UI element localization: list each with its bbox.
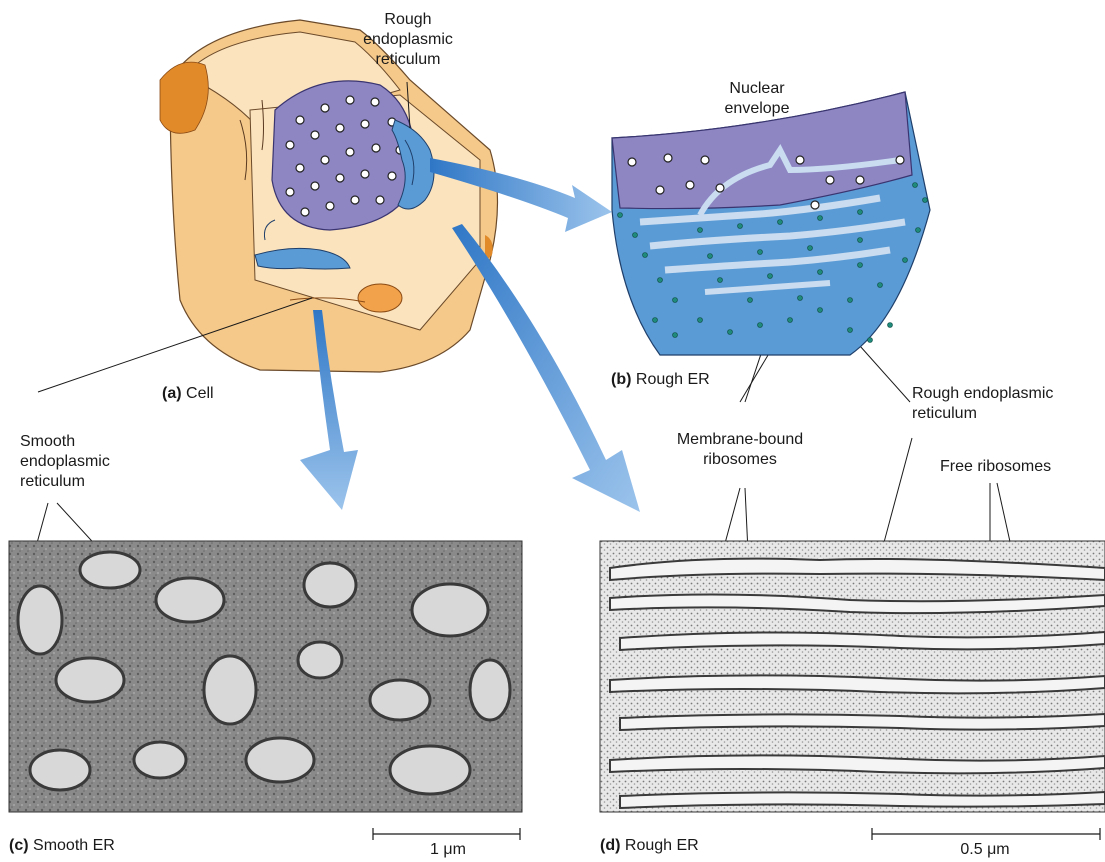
scale-label-c: 1 μm: [413, 840, 483, 860]
label-line: Smooth: [20, 432, 110, 452]
arrow-to-rough-micrograph: [452, 224, 640, 512]
label-line: Nuclear: [712, 79, 802, 99]
cell-illustration: [160, 20, 498, 372]
scale-label-d: 0.5 μm: [950, 840, 1020, 860]
rough-er-illustration: [612, 92, 930, 355]
label-line: reticulum: [360, 50, 456, 70]
label-smooth-er: Smooth endoplasmic reticulum: [20, 432, 110, 492]
label-rough-er-right: Rough endoplasmic reticulum: [912, 384, 1053, 424]
caption-b: (b) Rough ER: [611, 370, 710, 390]
label-line: Rough: [360, 10, 456, 30]
smooth-er-micrograph: [9, 541, 522, 812]
label-line: ribosomes: [670, 450, 810, 470]
caption-letter: (b): [611, 371, 631, 388]
caption-text: Rough ER: [625, 837, 699, 854]
label-membrane-bound-ribosomes: Membrane-bound ribosomes: [670, 430, 810, 470]
label-line: envelope: [712, 99, 802, 119]
rough-er-micrograph: [600, 541, 1105, 812]
caption-d: (d) Rough ER: [600, 836, 699, 856]
label-rough-er-top: Rough endoplasmic reticulum: [360, 10, 456, 70]
label-line: Membrane-bound: [670, 430, 810, 450]
label-free-ribosomes: Free ribosomes: [940, 457, 1051, 477]
caption-letter: (d): [600, 837, 620, 854]
caption-a: (a) Cell: [162, 384, 214, 404]
label-line: reticulum: [912, 404, 1053, 424]
caption-text: Rough ER: [636, 371, 710, 388]
caption-text: Cell: [186, 385, 214, 402]
caption-letter: (c): [9, 837, 29, 854]
caption-letter: (a): [162, 385, 182, 402]
label-nuclear-envelope: Nuclear envelope: [712, 79, 802, 119]
label-line: Rough endoplasmic: [912, 384, 1053, 404]
label-line: endoplasmic: [20, 452, 110, 472]
scale-bar-lines: [373, 828, 1100, 840]
caption-c: (c) Smooth ER: [9, 836, 115, 856]
label-line: endoplasmic: [360, 30, 456, 50]
caption-text: Smooth ER: [33, 837, 115, 854]
label-line: reticulum: [20, 472, 110, 492]
